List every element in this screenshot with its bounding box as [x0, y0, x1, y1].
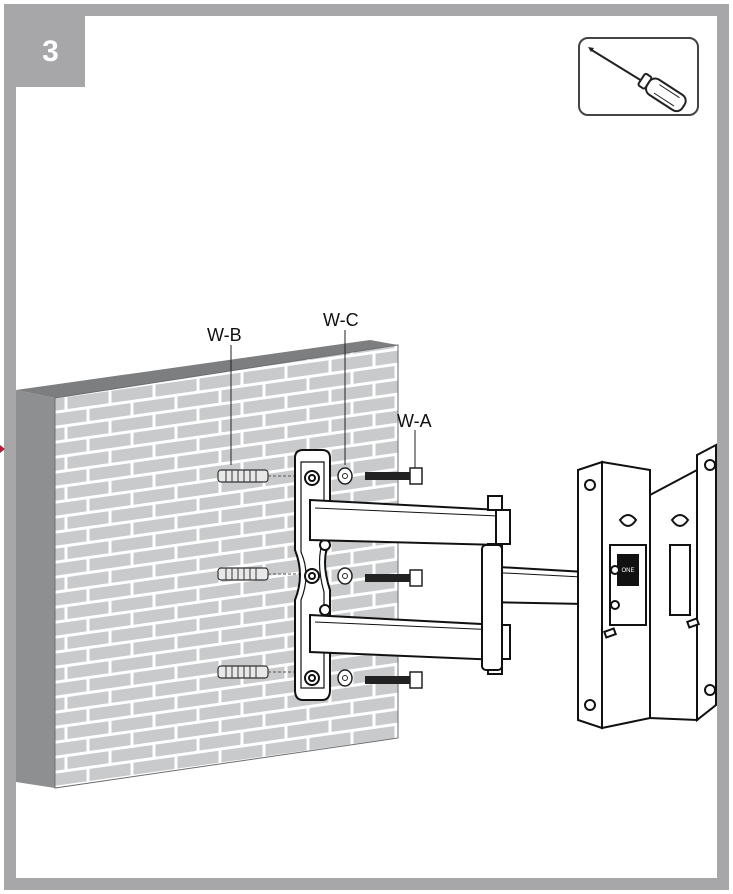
label-lag-bolt: W-A	[397, 411, 432, 431]
hardware-row-middle	[217, 567, 423, 587]
brick-wall	[16, 340, 399, 789]
label-washer: W-C	[323, 310, 359, 330]
svg-text:ONE: ONE	[621, 568, 634, 574]
step-number-badge: 3	[16, 16, 85, 87]
edge-marker	[0, 445, 5, 453]
wall-plate	[294, 449, 331, 701]
label-wall-anchor: W-B	[207, 325, 242, 345]
tool-required-box	[578, 37, 699, 116]
tv-bracket: ONE	[577, 443, 717, 730]
hardware-row-top	[217, 467, 423, 485]
swivel-arm	[481, 544, 586, 671]
hardware-row-bottom	[217, 665, 423, 689]
screwdriver-icon	[588, 47, 687, 113]
